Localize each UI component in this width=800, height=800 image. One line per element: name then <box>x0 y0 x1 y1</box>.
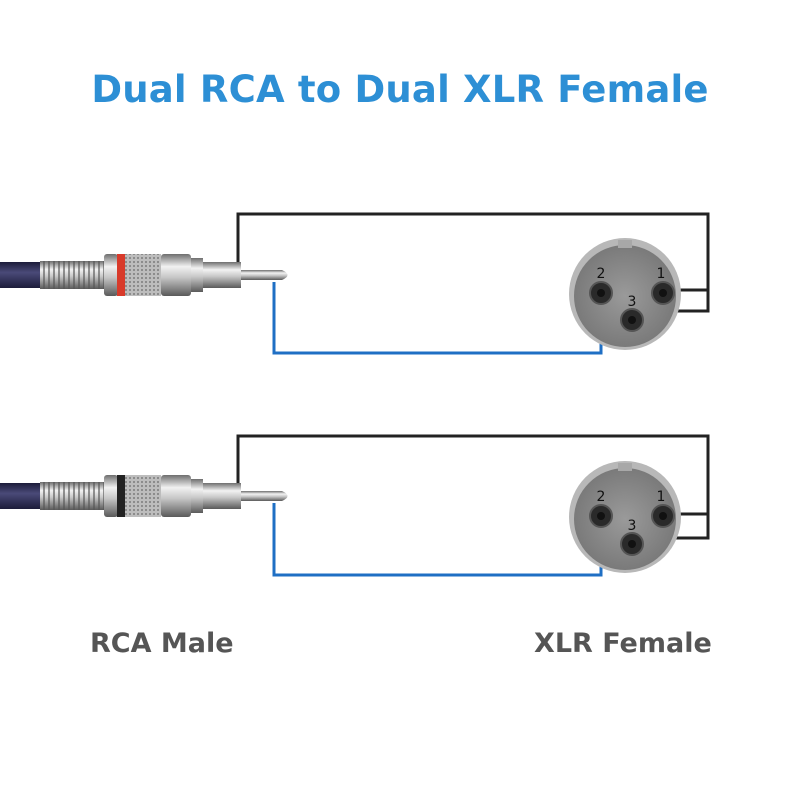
knurled-grip <box>125 254 161 296</box>
xlr-female-top: 2 1 3 <box>569 238 681 350</box>
svg-text:2: 2 <box>597 489 606 505</box>
rca-sleeve <box>203 262 241 288</box>
rca-male-label: RCA Male <box>90 628 234 659</box>
cable-jacket <box>0 262 42 288</box>
xlr-female-label: XLR Female <box>534 628 712 659</box>
cable-jacket <box>0 483 42 509</box>
rca-connector-top <box>0 254 288 296</box>
color-ring-red <box>117 254 125 296</box>
diagram-title: Dual RCA to Dual XLR Female <box>91 68 709 111</box>
rca-tip <box>241 270 288 280</box>
xlr-female-bottom: 2 1 3 <box>569 461 681 573</box>
svg-text:1: 1 <box>657 489 666 505</box>
svg-text:1: 1 <box>657 266 666 282</box>
signal-wire-pin2 <box>272 282 603 355</box>
strain-relief-spring <box>40 482 106 510</box>
xlr-face <box>574 245 676 347</box>
rca-sleeve <box>203 483 241 509</box>
svg-text:2: 2 <box>597 266 606 282</box>
color-ring-black <box>117 475 125 517</box>
rca-connector-bottom <box>0 475 288 517</box>
strain-relief-spring <box>40 261 106 289</box>
rca-tip <box>241 491 288 501</box>
knurled-grip <box>125 475 161 517</box>
xlr-face <box>574 468 676 570</box>
svg-text:3: 3 <box>628 294 637 310</box>
svg-text:3: 3 <box>628 518 637 534</box>
signal-wire-pin2 <box>272 503 603 577</box>
